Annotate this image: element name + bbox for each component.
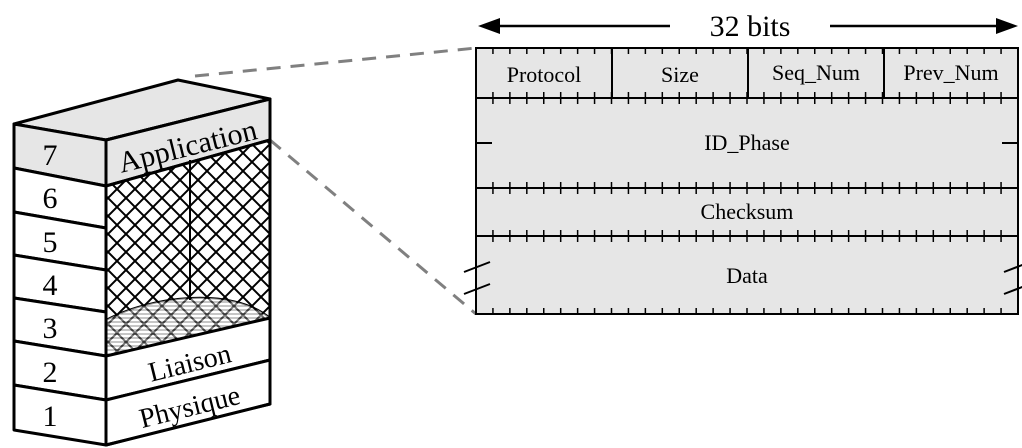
layer-2-label: 2 [43,356,58,389]
osi-stack [12,78,272,447]
packet-labels: Protocol Size Seq_Num Prev_Num ID_Phase … [507,60,999,288]
width-label: 32 bits [710,10,791,43]
packet-format [463,47,1022,315]
zoom-leader-lines [194,46,477,316]
layer-5-label: 5 [43,226,58,259]
layer-7-label: 7 [43,139,58,172]
row-data [475,235,1019,315]
field-size: Size [661,62,699,87]
row-checksum [475,187,1019,237]
layer-numbers: 7 6 5 4 3 2 1 [43,139,58,433]
field-checksum: Checksum [701,199,794,224]
layer-4-label: 4 [43,269,58,302]
layer-1-label: 1 [43,400,58,433]
field-id-phase: ID_Phase [704,130,790,155]
width-arrow [478,18,1018,34]
field-seq-num: Seq_Num [772,60,860,85]
field-protocol: Protocol [507,62,582,87]
field-data: Data [726,263,768,288]
bit-ticks [492,48,1002,314]
layer-3-label: 3 [43,312,58,345]
layer-6-label: 6 [43,182,58,215]
field-prev-num: Prev_Num [903,60,998,85]
